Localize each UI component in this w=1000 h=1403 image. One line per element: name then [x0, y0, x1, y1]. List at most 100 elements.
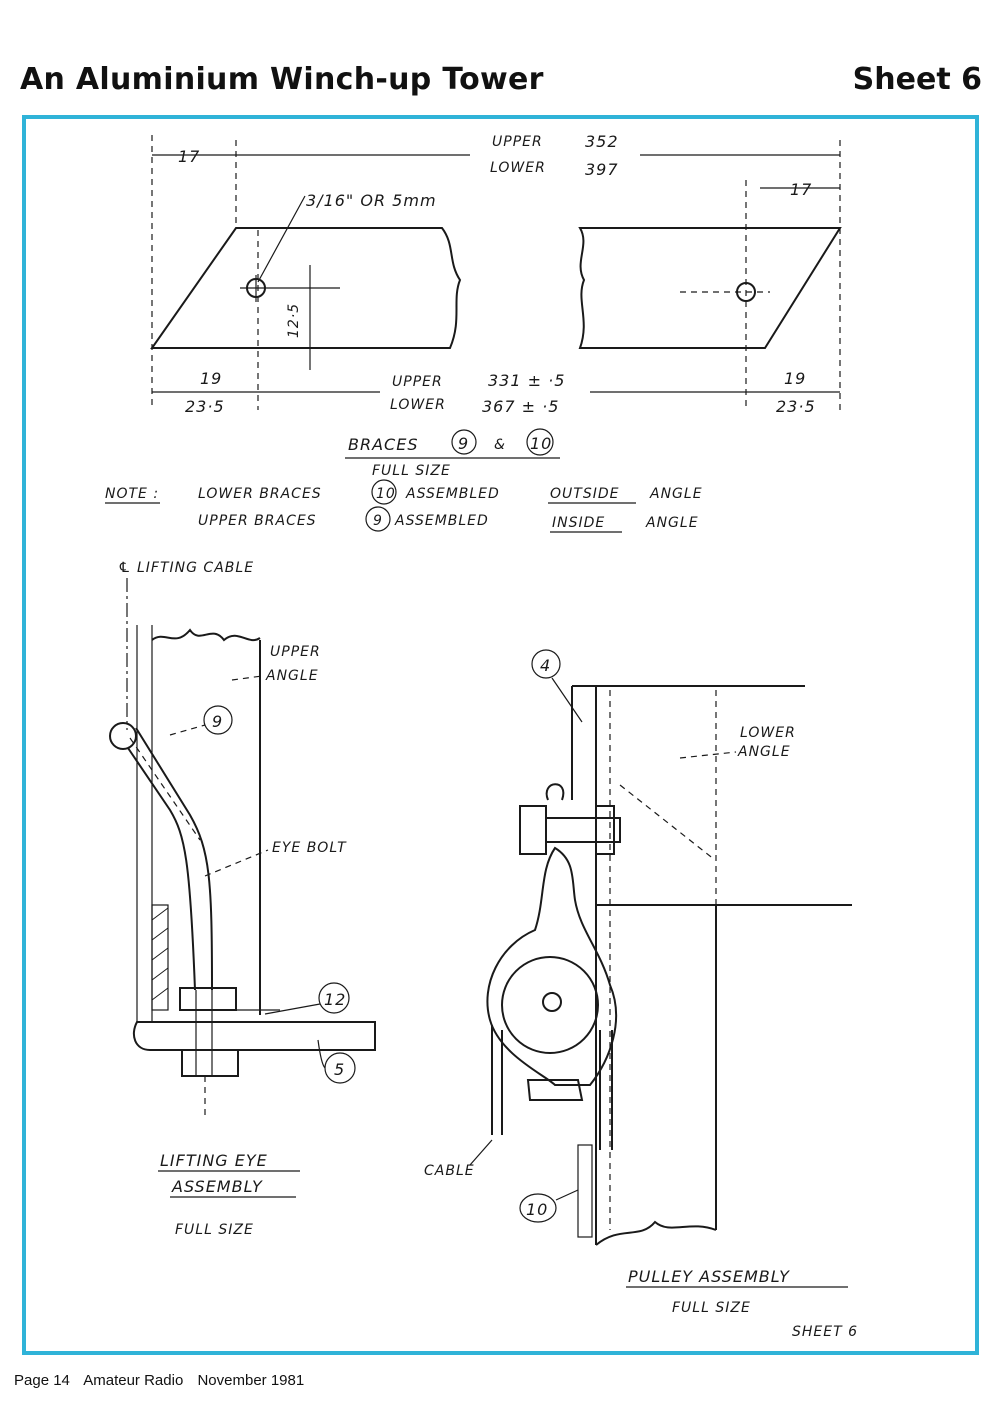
note-line1-b: ASSEMBLED — [405, 486, 500, 502]
upper-length-value: 352 — [585, 132, 619, 151]
dim-bottom-mid-lower-value: 367 ± ·5 — [482, 397, 559, 416]
note-line1-d: ANGLE — [649, 486, 703, 502]
part-4-label: 4 — [540, 656, 551, 675]
braces-subtitle: FULL SIZE — [372, 463, 451, 479]
pulley-subtitle: FULL SIZE — [672, 1300, 751, 1316]
lower-nut — [181, 1049, 239, 1077]
part-callout — [371, 479, 397, 505]
note-line1-c: OUTSIDE — [550, 486, 619, 502]
braces-part-b: 10 — [530, 434, 552, 453]
upper-angle-label-2: ANGLE — [265, 668, 319, 684]
eye-bolt-shank — [135, 727, 213, 991]
pulley-axle — [542, 992, 562, 1012]
bolt-shank — [545, 817, 621, 843]
brace-left-shape — [150, 227, 462, 349]
braces-amp: & — [494, 437, 506, 453]
leader-line — [231, 675, 263, 681]
upper-angle-label-1: UPPER — [270, 644, 321, 660]
note-line2-part: 9 — [373, 513, 383, 529]
lifting-eye-drawing: ℄ LIFTING CABLE UPPER ANGLE — [109, 560, 376, 1238]
eye-bolt-eye — [109, 722, 137, 750]
leader-line — [257, 195, 306, 283]
angle-part-5 — [132, 1021, 376, 1051]
dim-bottom-right-upper: 19 — [784, 369, 806, 388]
lifting-cable-label: ℄ LIFTING CABLE — [118, 560, 254, 576]
lifting-eye-title-2: ASSEMBLY — [171, 1177, 263, 1196]
part-10-label: 10 — [526, 1200, 548, 1219]
part-12-label: 12 — [324, 990, 346, 1009]
pulley-foot — [526, 1079, 584, 1101]
dim-bottom-right-lower: 23·5 — [776, 397, 816, 416]
page-footer: Page 14 Amateur Radio November 1981 — [14, 1372, 314, 1389]
eye-bolt-label: EYE BOLT — [272, 840, 347, 856]
pulley-title: PULLEY ASSEMBLY — [628, 1267, 790, 1286]
bolt-nut — [595, 805, 615, 855]
leader-line — [551, 677, 583, 723]
braces-drawing: 17 17 UPPER 352 LOWER 397 3/16" OR 5mm 1… — [150, 132, 842, 479]
break-line — [595, 1220, 717, 1246]
part-callout — [531, 649, 561, 679]
part-callout — [365, 506, 391, 532]
note-line2-a: UPPER BRACES — [198, 513, 317, 529]
leader-line — [555, 1189, 579, 1201]
bolt-link — [545, 783, 565, 801]
dim-bottom-left-lower: 23·5 — [185, 397, 225, 416]
part-callout — [318, 982, 350, 1014]
part-5-label: 5 — [334, 1060, 345, 1079]
part-9-label: 9 — [212, 712, 223, 731]
note-line1-a: LOWER BRACES — [198, 486, 322, 502]
hole-size-label: 3/16" OR 5mm — [306, 191, 437, 210]
lower-angle-label-1: LOWER — [740, 725, 796, 741]
note-line2-d: ANGLE — [645, 515, 699, 531]
nut — [179, 987, 237, 1011]
hatching — [151, 907, 169, 1001]
part-callout — [203, 705, 233, 735]
upper-length-label: UPPER — [492, 134, 543, 150]
dim-bottom-mid-lower-label: LOWER — [390, 397, 446, 413]
brace-part-10 — [577, 1144, 593, 1238]
note-line2-b: ASSEMBLED — [394, 513, 489, 529]
drawing-frame — [22, 115, 979, 1355]
spacer — [151, 904, 169, 1011]
leader-line — [204, 849, 269, 877]
note-line1-part: 10 — [376, 486, 396, 502]
note-block: NOTE : LOWER BRACES 10 ASSEMBLED OUTSIDE… — [105, 479, 703, 533]
part-callout — [519, 1193, 557, 1223]
leader-line — [317, 1039, 326, 1069]
pulley-housing — [486, 846, 618, 1086]
pulley-wheel — [501, 956, 599, 1054]
dim-top-right: 17 — [790, 180, 812, 199]
cable-label: CABLE — [424, 1163, 475, 1179]
lower-angle-label-2: ANGLE — [737, 744, 791, 760]
break-line — [151, 628, 261, 642]
leader-line — [469, 1139, 493, 1166]
lifting-eye-title-1: LIFTING EYE — [160, 1151, 268, 1170]
lifting-eye-subtitle: FULL SIZE — [175, 1222, 254, 1238]
part-callout — [451, 429, 477, 455]
leader-line — [169, 724, 206, 736]
dim-bottom-left-upper: 19 — [200, 369, 222, 388]
braces-title: BRACES — [348, 435, 418, 454]
lower-length-value: 397 — [585, 160, 619, 179]
bolt-center-line — [129, 737, 201, 841]
note-label: NOTE : — [105, 486, 159, 502]
eye-bolt-shank — [127, 747, 196, 991]
note-line2-c: INSIDE — [552, 515, 605, 531]
pulley-drawing: 4 LOWER ANGLE CABLE 10 PULLEY ASSEMBLY F… — [424, 649, 857, 1340]
bolt-head — [519, 805, 547, 855]
dim-top-left: 17 — [178, 147, 200, 166]
page-title: An Aluminium Winch-up Tower — [20, 62, 544, 97]
part-callout — [526, 428, 554, 456]
sheet-number: Sheet 6 — [852, 62, 982, 97]
dim-bottom-mid-upper-label: UPPER — [392, 374, 443, 390]
hole-offset-label: 12·5 — [286, 303, 302, 338]
footer-page: Page 14 — [14, 1372, 70, 1389]
braces-part-a: 9 — [458, 434, 469, 453]
leader-line — [264, 1003, 321, 1015]
footer-magazine: Amateur Radio — [83, 1372, 184, 1389]
brace-right-shape — [578, 227, 842, 349]
leader-line — [679, 751, 737, 759]
dim-bottom-mid-upper-value: 331 ± ·5 — [488, 371, 565, 390]
lower-length-label: LOWER — [490, 160, 546, 176]
